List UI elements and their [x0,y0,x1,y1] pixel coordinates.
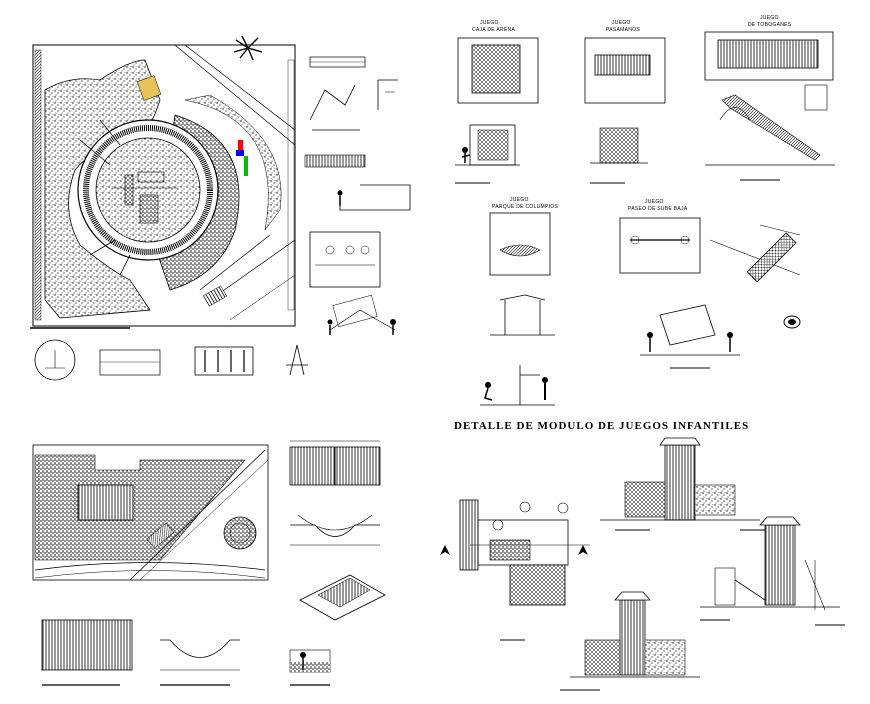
bench-details [304,56,411,331]
tree-icon [223,516,257,550]
detail-header-slide-line1: JUEGO [760,15,779,21]
swings-detail [480,212,555,406]
slide-detail [704,31,835,181]
seesaw-axonometric [709,224,801,329]
detail-header-seesaw-line1: JUEGO [645,199,664,205]
main-title: DETALLE DE MODULO DE JUEGOS INFANTILES [454,420,750,432]
monkey-bars-detail [584,37,666,184]
track-details [41,440,386,686]
north-arrow-icon [440,545,588,555]
detail-header-monkeybars-line2: PASAMANOS [606,27,641,33]
tree-icon [233,35,263,61]
small-details-row [34,339,308,381]
detail-header-slide-line2: DE TOBOGANES [748,22,792,28]
detail-header-swings-line1: JUEGO [510,197,529,203]
detail-header-monkeybars-line1: JUEGO [612,20,631,26]
seesaw-detail [619,217,740,369]
site-plan-top [30,35,296,329]
detail-header-seesaw-line2: PASEO DE SUBE BAJA [628,206,688,212]
detail-header-swings-line2: PARQUE DE COLUMPIOS [492,204,559,210]
tower-elevation-3 [560,591,700,691]
tower-elevation-2 [700,516,845,626]
sandbox-detail [455,37,539,184]
tower-elevation-1 [600,437,770,531]
module-plan [440,499,590,641]
site-plan-bottom [32,444,269,581]
detail-header-sandbox-line2: CAJA DE ARENA [472,27,516,33]
human-figure-icon [300,147,733,670]
detail-header-sandbox-line1: JUEGO [480,20,499,26]
